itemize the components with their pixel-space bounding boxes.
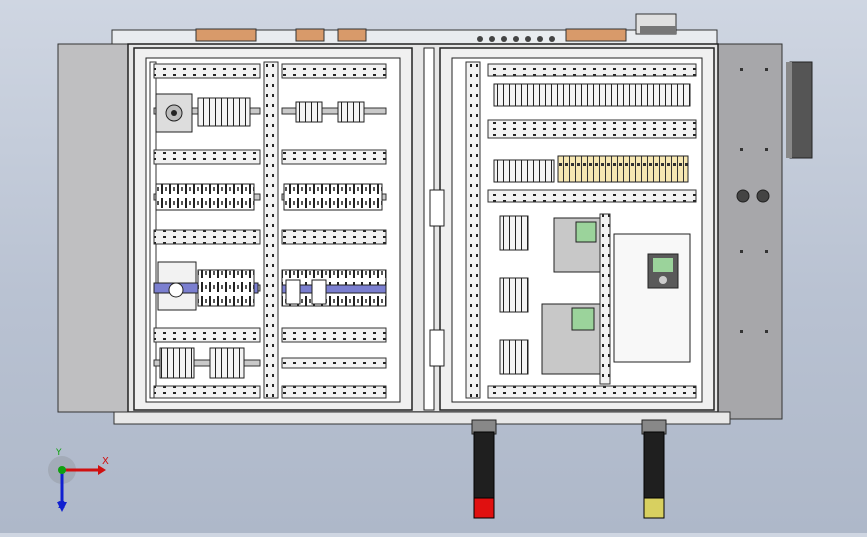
view-orientation-triad: [48, 456, 106, 512]
pilot-light-left: [471, 419, 497, 519]
roof-strip: [111, 13, 718, 45]
door-hinges: [423, 47, 445, 411]
right-side-panel: [717, 43, 783, 420]
axis-x-label: X: [102, 456, 109, 467]
axis-y-label: Y: [56, 448, 62, 458]
left-side-panel: [57, 43, 129, 413]
axis-z-label: Z: [58, 500, 65, 511]
pilot-light-right: [641, 419, 667, 519]
hmi-screen: [653, 258, 673, 272]
